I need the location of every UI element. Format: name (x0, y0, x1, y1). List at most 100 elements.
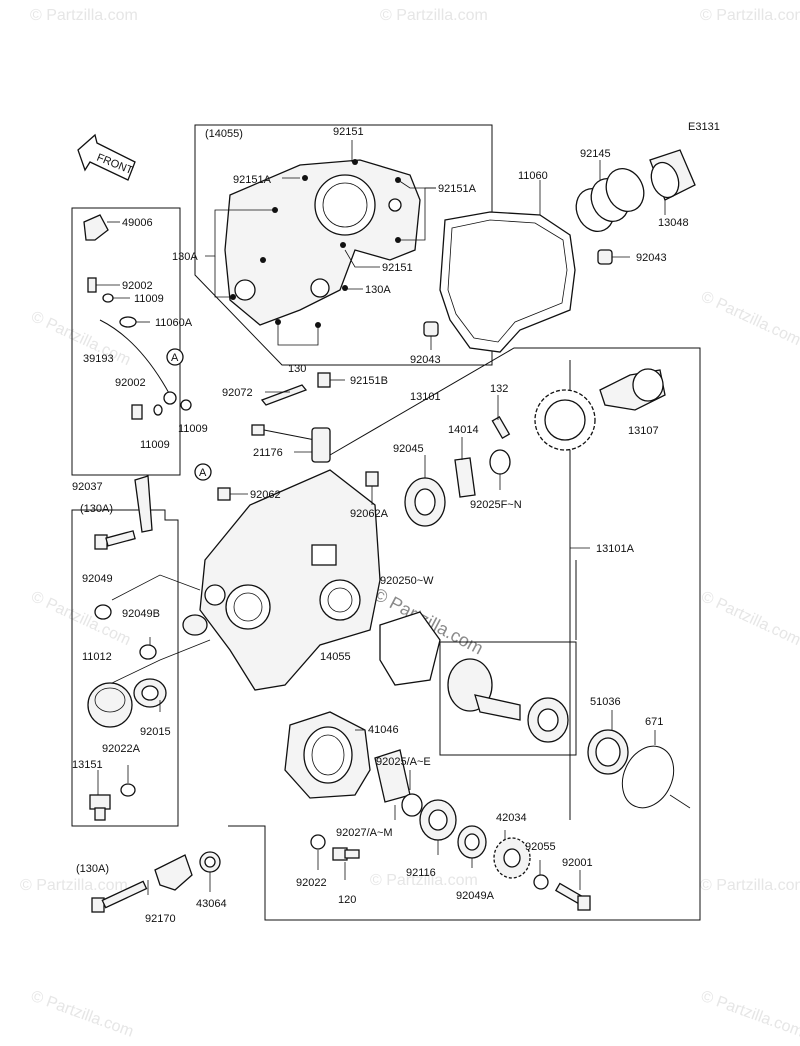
part-label: 92049A (456, 890, 495, 902)
part-label: 132 (490, 383, 508, 395)
o-ring-671 (621, 745, 675, 809)
part-label: 43064 (196, 898, 227, 910)
part-label: 92151A (438, 183, 477, 195)
part-label: 13107 (628, 425, 659, 437)
cap-11012 (87, 682, 133, 728)
coupling-13048 (649, 149, 696, 201)
part-label: 13151 (72, 759, 103, 771)
part-label: 49006 (122, 217, 153, 229)
part-label: 14055 (320, 651, 351, 663)
part-label: 92151B (350, 375, 388, 387)
front-arrow-icon: FRONT (77, 133, 136, 181)
part-label: 11009 (178, 423, 208, 435)
watermark: © Partzilla.com (28, 308, 133, 369)
part-label: 120 (338, 894, 356, 906)
spring-92145 (575, 168, 645, 232)
part-labels: (14055) 92151 92151A 92151A 130A 92151 1… (72, 126, 689, 925)
part-label: 92151A (233, 174, 272, 186)
washer-92025f (489, 449, 511, 475)
part-label: 92002 (122, 280, 153, 292)
part-label: 92062A (350, 508, 389, 520)
watermark: © Partzilla.com (370, 872, 478, 889)
part-label: 92045 (393, 443, 424, 455)
watermark: © Partzilla.com (700, 7, 800, 24)
bearing-92116 (419, 799, 457, 841)
bearing-92045 (404, 477, 446, 527)
watermark: © Partzilla.com (698, 288, 800, 349)
part-label: (14055) (205, 128, 243, 140)
part-label: 92170 (145, 913, 176, 925)
housing-14055 (199, 469, 381, 691)
damper-43064 (199, 851, 221, 873)
part-label: 92043 (636, 252, 667, 264)
part-label: 14014 (448, 424, 479, 436)
breather-group (83, 214, 192, 420)
diagram-code: E3131 (688, 121, 720, 133)
part-label: 92151 (382, 262, 413, 274)
part-label: 13101 (410, 391, 441, 403)
bolt-132 (491, 415, 511, 440)
part-label: 42034 (496, 812, 527, 824)
bevel-gear-13101a (447, 658, 569, 743)
watermark: © Partzilla.com (29, 988, 136, 1041)
bolt-120 (332, 847, 360, 861)
part-label: (130A) (76, 863, 109, 875)
shim-92025 (401, 793, 423, 817)
callout-a: A (199, 467, 207, 479)
part-label: 92049 (82, 573, 113, 585)
part-label: 671 (645, 716, 663, 728)
cover-14055 (224, 159, 421, 328)
part-label: 130A (365, 284, 391, 296)
o-ring-92055 (533, 874, 549, 890)
part-label: 92062 (250, 489, 281, 501)
part-label: 11012 (82, 651, 112, 663)
seal-51036 (587, 729, 629, 775)
washer-92049a (457, 825, 487, 859)
plate-14014 (454, 457, 476, 498)
part-label: 92055 (525, 841, 556, 853)
clamp-92170 (154, 854, 193, 891)
washer-92049b (139, 644, 157, 660)
part-label: 92151 (333, 126, 364, 138)
part-label: 39193 (83, 353, 114, 365)
part-label: 92072 (222, 387, 253, 399)
part-label: 11009 (140, 439, 170, 451)
nut-92015 (133, 678, 167, 708)
part-label: 92145 (580, 148, 611, 160)
part-label: 92043 (410, 354, 441, 366)
part-label: 51036 (590, 696, 621, 708)
part-label: 92001 (562, 857, 593, 869)
part-label: 21176 (253, 447, 283, 459)
bolt-92001 (554, 882, 591, 911)
part-label: 41046 (368, 724, 399, 736)
plug-92062a (365, 471, 379, 487)
callout-a: A (171, 352, 179, 364)
leader-lines (96, 140, 691, 895)
part-label: 11060 (518, 170, 548, 182)
bolt-130a (91, 530, 148, 913)
gasket-920250 (379, 611, 441, 686)
part-label: 11009 (134, 293, 164, 305)
watermark: © Partzilla.com (700, 877, 800, 894)
switch-13151 (89, 794, 111, 821)
part-label: 92015 (140, 726, 171, 738)
washer-92022a (120, 783, 136, 797)
part-label: 92049B (122, 608, 160, 620)
bushing-92043 (423, 321, 439, 337)
bracket-92037 (134, 475, 153, 533)
shaft-13107 (599, 368, 666, 411)
watermark: © Partzilla.com (699, 988, 800, 1041)
part-label: 92037 (72, 481, 103, 493)
watermark: © Partzilla.com (20, 877, 128, 894)
part-label: 92002 (115, 377, 146, 389)
part-label: (130A) (80, 503, 113, 515)
gear-42034 (493, 837, 531, 879)
part-label: 13101A (596, 543, 635, 555)
watermark: © Partzilla.com (698, 588, 800, 649)
bushing-92043 (597, 249, 613, 265)
washer-92022 (310, 834, 326, 850)
gasket-11060 (439, 211, 576, 353)
sensor-21176 (251, 372, 331, 463)
